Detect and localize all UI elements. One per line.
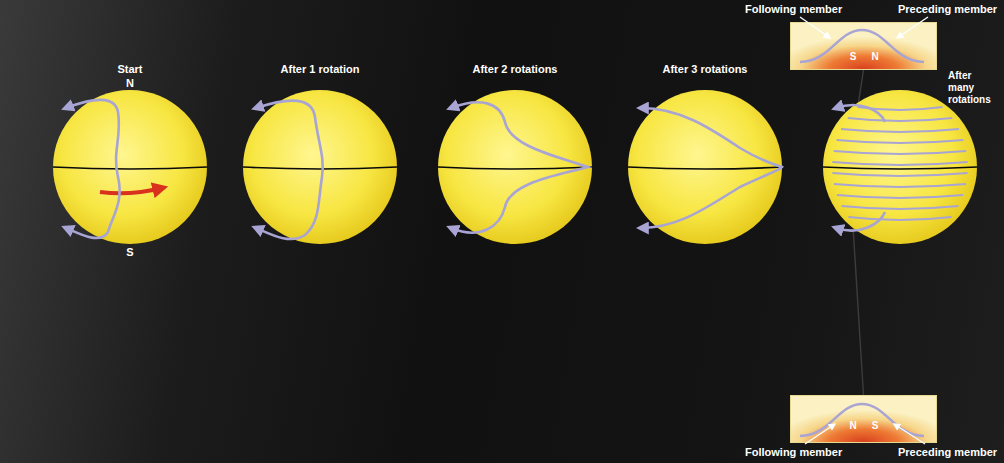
magnetic-field-line [66, 30, 924, 436]
pole-letter: N [53, 77, 207, 89]
member-label: Following member [745, 3, 842, 16]
sun-disc [628, 90, 782, 244]
pole-letter: S [53, 246, 207, 258]
leader-lines [800, 17, 928, 444]
sun-globe: After 3 rotations [628, 90, 782, 244]
sun-globe: StartNS [53, 90, 207, 244]
sun-globe: After 1 rotation [243, 90, 397, 244]
leader-connector [859, 70, 864, 102]
stage-heading: Start [53, 63, 207, 75]
member-label: Preceding member [898, 446, 997, 459]
stage-heading: After 1 rotation [220, 63, 420, 75]
sun-globe: After 2 rotations [438, 90, 592, 244]
rotation-arrow [100, 188, 162, 193]
polarity-letter: N [868, 51, 882, 63]
stage-heading: After many rotations [948, 70, 1000, 106]
member-label: Preceding member [898, 3, 997, 16]
polarity-letter: N [846, 420, 860, 432]
polarity-letter: S [846, 51, 860, 63]
equator-lines [53, 167, 977, 169]
sun-disc [243, 90, 397, 244]
sun-disc [438, 90, 592, 244]
stage-heading: After 2 rotations [415, 63, 615, 75]
polarity-letter: S [868, 420, 882, 432]
sun-disc [53, 90, 207, 244]
leader-connector [853, 228, 863, 395]
member-label: Following member [745, 446, 842, 459]
stage-heading: After 3 rotations [605, 63, 805, 75]
wound-field-lines [832, 107, 967, 220]
